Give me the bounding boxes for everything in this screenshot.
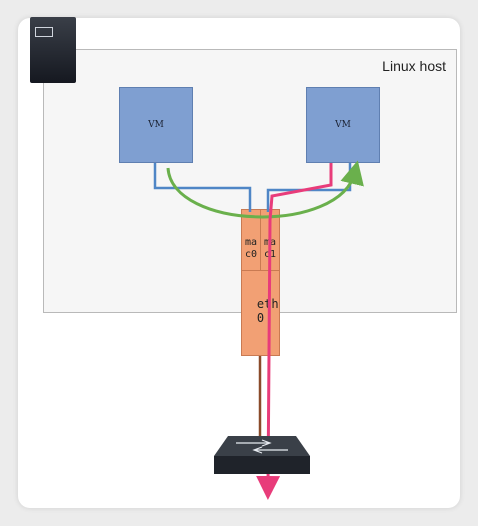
right-vm-link (266, 163, 352, 212)
external-traffic-path (256, 163, 333, 500)
vm-left: VM (119, 87, 193, 163)
left-vm-link (153, 163, 252, 212)
server-slot (35, 27, 53, 37)
linux-host-label: Linux host (382, 58, 446, 74)
eth0-label: eth0 (256, 297, 279, 325)
mac0-label: mac0 (244, 237, 258, 260)
eth0-interface: eth0 (241, 270, 280, 356)
vm-right-label: VM (335, 120, 351, 130)
network-switch-icon (214, 436, 310, 474)
vm-left-label: VM (148, 120, 164, 130)
server-icon (30, 17, 76, 83)
vm-to-vm-path (166, 160, 364, 219)
